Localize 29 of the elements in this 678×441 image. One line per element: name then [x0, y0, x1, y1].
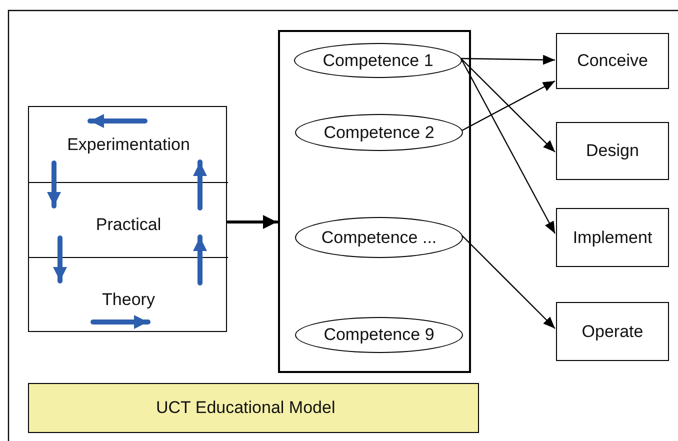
arrow — [47, 160, 61, 208]
layer-stack-box — [28, 106, 227, 332]
stage-box — [556, 302, 669, 361]
stage-label: Operate — [582, 322, 644, 342]
layer-label: Experimentation — [67, 135, 190, 155]
arrow — [462, 235, 556, 329]
competence-panel — [278, 30, 471, 373]
stage-label: Design — [586, 141, 639, 161]
competence-label: Competence 1 — [322, 50, 434, 70]
layer-label: Practical — [96, 215, 162, 235]
stage-label: Implement — [572, 228, 652, 248]
model-title: UCT Educational Model — [156, 398, 336, 418]
arrow — [462, 80, 556, 132]
stage-label: Conceive — [577, 51, 648, 71]
stage-box — [556, 122, 669, 180]
arrow — [193, 234, 207, 286]
arrow — [460, 54, 556, 65]
arrow — [53, 236, 67, 284]
stage-box — [556, 33, 669, 89]
competence-label: Competence ... — [321, 228, 437, 248]
arrow — [226, 215, 278, 229]
layer-label: Theory — [102, 290, 155, 310]
model-title-bar — [28, 383, 479, 433]
competence-label: Competence 2 — [324, 122, 434, 142]
stage-box — [556, 208, 669, 267]
arrow — [460, 58, 556, 152]
competence-label: Competence 9 — [324, 325, 434, 345]
arrow — [193, 160, 207, 210]
arrow — [460, 58, 556, 234]
